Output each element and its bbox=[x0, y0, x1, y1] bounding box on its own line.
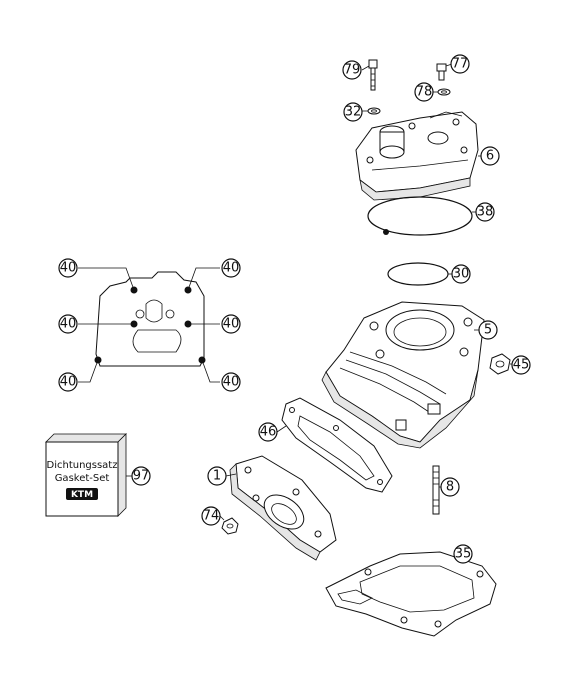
callout-40-bottom-right: 40 bbox=[221, 372, 241, 392]
callout-40-mid-right: 40 bbox=[221, 314, 241, 334]
gasket-set-label-de: Dichtungssatz bbox=[47, 460, 118, 471]
part-40-leaders bbox=[78, 267, 220, 383]
svg-text:78: 78 bbox=[416, 85, 433, 100]
part-79-bolt bbox=[368, 59, 378, 91]
svg-text:30: 30 bbox=[453, 267, 470, 282]
callout-8: 8 bbox=[439, 477, 460, 497]
svg-text:40: 40 bbox=[223, 317, 240, 332]
svg-text:40: 40 bbox=[60, 317, 77, 332]
ktm-logo bbox=[66, 488, 98, 500]
callout-6: 6 bbox=[478, 146, 500, 166]
callout-45: 45 bbox=[510, 355, 531, 375]
svg-text:79: 79 bbox=[344, 63, 361, 78]
callout-40-top-right: 40 bbox=[221, 258, 241, 278]
ktm-logo-text: KTM bbox=[71, 490, 93, 500]
part-40-gasket bbox=[95, 271, 205, 367]
svg-text:40: 40 bbox=[223, 375, 240, 390]
part-35-base-gasket bbox=[325, 551, 497, 637]
svg-text:74: 74 bbox=[203, 509, 220, 524]
gasket-set-label-en: Gasket-Set bbox=[55, 473, 110, 484]
callout-1: 1 bbox=[207, 466, 237, 486]
callout-32: 32 bbox=[343, 102, 368, 122]
part-74-nut bbox=[221, 517, 239, 535]
svg-text:38: 38 bbox=[477, 205, 494, 220]
svg-text:40: 40 bbox=[60, 261, 77, 276]
part-32-washer bbox=[367, 107, 381, 115]
svg-text:40: 40 bbox=[223, 261, 240, 276]
callout-46: 46 bbox=[258, 422, 287, 442]
part-77-bolt bbox=[436, 63, 447, 81]
part-1-intake-flange bbox=[229, 455, 337, 561]
part-8-stud bbox=[432, 465, 440, 515]
svg-text:35: 35 bbox=[455, 547, 472, 562]
part-5-cylinder bbox=[321, 301, 485, 449]
callout-40-top-left: 40 bbox=[58, 258, 78, 278]
callout-40-mid-left: 40 bbox=[58, 314, 78, 334]
svg-text:46: 46 bbox=[260, 425, 277, 440]
gasket-set-box: Dichtungssatz Gasket-Set KTM bbox=[45, 433, 127, 517]
svg-text:45: 45 bbox=[513, 358, 530, 373]
svg-text:32: 32 bbox=[345, 105, 362, 120]
callout-77: 77 bbox=[445, 54, 470, 74]
svg-text:1: 1 bbox=[213, 469, 221, 484]
callout-5: 5 bbox=[474, 320, 498, 340]
svg-text:77: 77 bbox=[452, 57, 469, 72]
part-30-o-ring bbox=[387, 262, 449, 286]
svg-text:5: 5 bbox=[484, 323, 492, 338]
part-78-washer bbox=[437, 88, 451, 96]
callout-97: 97 bbox=[126, 466, 151, 486]
callout-35: 35 bbox=[453, 544, 473, 564]
callout-40-bottom-left: 40 bbox=[58, 372, 78, 392]
svg-text:8: 8 bbox=[446, 480, 454, 495]
svg-text:97: 97 bbox=[133, 469, 150, 484]
part-6-cylinder-head bbox=[355, 111, 479, 201]
svg-text:40: 40 bbox=[60, 375, 77, 390]
svg-text:6: 6 bbox=[486, 149, 494, 164]
part-46-gasket bbox=[281, 397, 393, 493]
part-45-nut bbox=[489, 353, 511, 375]
part-38-o-ring bbox=[367, 196, 473, 236]
callout-30: 30 bbox=[448, 264, 471, 284]
callout-79: 79 bbox=[342, 60, 370, 80]
callout-74: 74 bbox=[201, 506, 225, 526]
callout-38: 38 bbox=[472, 202, 495, 222]
callout-78: 78 bbox=[414, 82, 438, 102]
